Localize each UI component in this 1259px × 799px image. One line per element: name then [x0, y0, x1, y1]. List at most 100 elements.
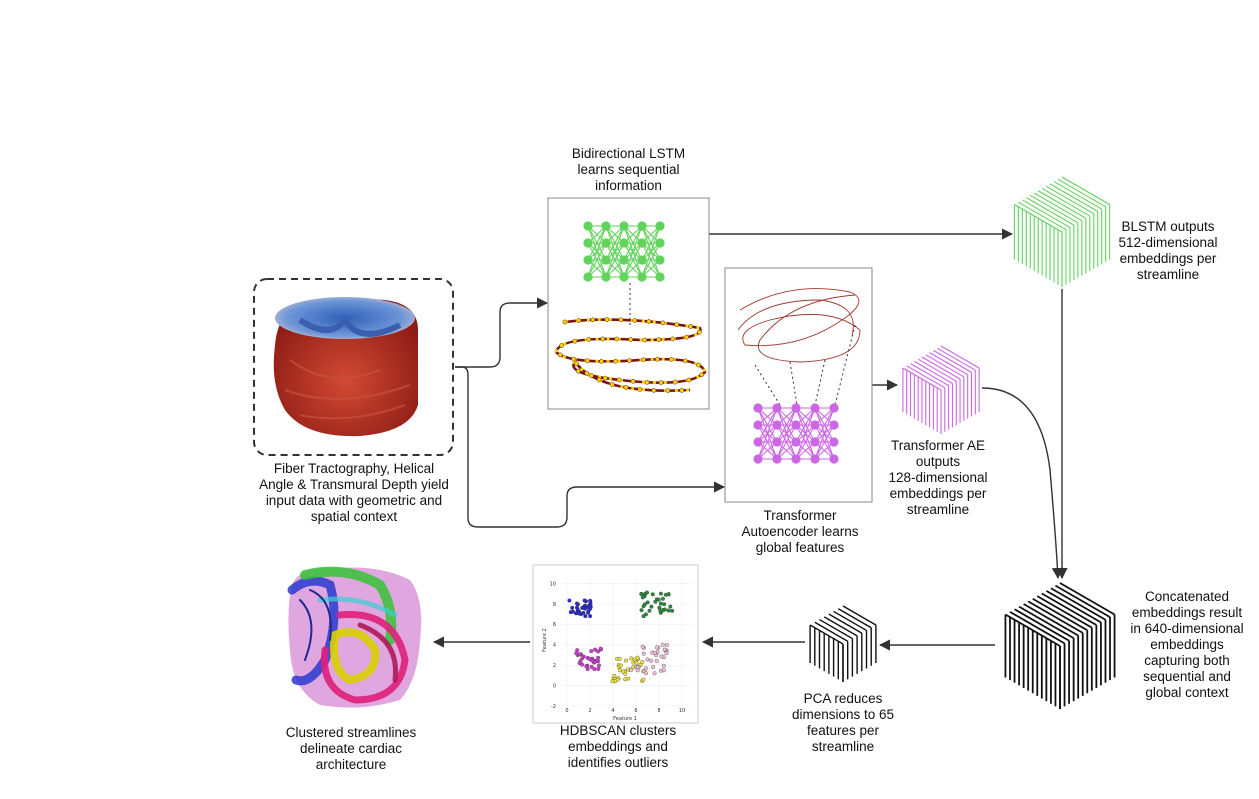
plot-point: [666, 592, 671, 596]
blstm-net-node: [619, 272, 629, 282]
cube-line: [814, 621, 849, 642]
cube-line: [1027, 600, 1084, 634]
plot-point: [635, 655, 640, 660]
cube-line: [1037, 190, 1087, 219]
tf-net-edge: [757, 424, 778, 460]
input-caption-line-1: Fiber Tractography, Helical: [273, 461, 435, 476]
blstm-net-node: [655, 255, 665, 265]
blstm-net-node: [601, 255, 611, 265]
plot-point: [645, 657, 650, 662]
cube-line: [933, 349, 972, 373]
plot-point: [668, 604, 673, 609]
plot-point: [574, 651, 579, 656]
plot-point: [659, 654, 664, 659]
blstm-caption-line-3: information: [595, 178, 662, 193]
blstm-net-edge: [623, 225, 643, 278]
plot-point: [598, 646, 603, 651]
streamline-point: [604, 317, 610, 322]
blstm-net-edge: [605, 225, 625, 261]
concatenated-embedding-cube: [1004, 582, 1116, 709]
streamline-point: [618, 317, 624, 323]
streamline-point: [574, 361, 579, 367]
plot-point: [596, 655, 601, 660]
cube-line: [1050, 587, 1106, 621]
streamline-point: [686, 377, 692, 383]
blstm-net-edge: [605, 242, 625, 278]
tf-net-edge: [776, 407, 797, 443]
plot-point: [590, 658, 594, 663]
transformer-output-caption-line-3: 128-dimensional: [888, 470, 988, 485]
streamline-point: [699, 372, 705, 378]
plot-xtick: 8: [657, 708, 660, 714]
tf-net-node: [772, 420, 782, 430]
streamline-point: [642, 337, 648, 343]
streamline-point: [584, 370, 590, 376]
plot-point: [650, 592, 655, 597]
transformer-caption: Transformer Autoencoder learns global fe…: [730, 508, 870, 556]
hdbscan-caption-line-1: HDBSCAN clusters: [559, 723, 677, 738]
plot-point: [589, 649, 594, 654]
streamline-point: [637, 387, 643, 392]
streamline-point: [586, 337, 592, 342]
blstm-net-node: [637, 255, 647, 265]
plot-point: [629, 656, 634, 661]
blstm-net-node: [601, 272, 611, 282]
streamline-point: [575, 368, 581, 374]
tf-net-node: [791, 437, 801, 447]
plot-point: [645, 600, 650, 605]
transformer-output-caption: Transformer AE outputs 128-dimensional e…: [878, 438, 998, 518]
cube-line: [1055, 584, 1111, 618]
tf-net-node: [829, 420, 839, 430]
plot-point: [660, 608, 665, 613]
streamline-point: [670, 336, 676, 342]
streamline-point: [669, 357, 674, 362]
cube-line: [1061, 176, 1110, 205]
cube-line: [906, 365, 946, 389]
plot-point: [587, 603, 592, 608]
plot-point: [641, 614, 646, 619]
concat-caption-line-4: embeddings: [1150, 637, 1224, 652]
plot-ytick: 4: [553, 643, 556, 649]
plot-point: [654, 659, 659, 663]
input-caption-line-2: Angle & Transmural Depth yield: [259, 477, 449, 492]
cube-line: [1023, 603, 1079, 637]
plot-point: [623, 677, 628, 682]
plot-xtick: 0: [565, 708, 568, 714]
streamline-point: [644, 379, 650, 385]
blstm-net-node: [655, 221, 665, 231]
plot-ytick: 8: [553, 602, 556, 608]
plot-point: [649, 658, 654, 663]
plot-point: [568, 610, 573, 615]
pca-embedding-cube: [809, 605, 877, 682]
hdbscan-caption: HDBSCAN clusters embeddings and identifi…: [548, 723, 688, 771]
transformer-caption-line-2: Autoencoder learns: [741, 524, 859, 539]
hdbscan-caption-line-3: identifies outliers: [567, 755, 669, 770]
plot-point: [610, 679, 615, 684]
transformer-output-caption-line-1: Transformer AE: [890, 438, 986, 453]
plot-point: [629, 667, 634, 672]
plot-point: [670, 608, 675, 613]
blstm-net-node: [655, 238, 665, 248]
tf-net-edge: [776, 407, 797, 460]
transformer-output-caption-line-2: outputs: [915, 454, 961, 469]
streamline-point: [665, 388, 671, 394]
tf-net-node: [829, 437, 839, 447]
plot-point: [588, 598, 593, 603]
heart-illustration: [273, 297, 418, 437]
plot-ylabel: Feature 2: [542, 628, 548, 652]
blstm-output-caption-line-4: streamline: [1136, 267, 1200, 282]
plot-point: [612, 673, 617, 678]
plot-point: [662, 602, 667, 607]
transformer-box: [724, 267, 873, 503]
plot-ytick: 0: [553, 683, 556, 689]
streamline-point: [609, 382, 615, 387]
connectors: [432, 228, 1068, 651]
streamline-point: [660, 320, 666, 326]
plot-point: [634, 660, 639, 665]
plot-point: [664, 643, 669, 648]
concat-caption: Concatenated embeddings result in 640-di…: [1122, 589, 1252, 701]
plot-point: [581, 610, 586, 615]
tf-net-node: [810, 420, 820, 430]
streamline-point: [571, 356, 576, 362]
plot-xtick: 10: [679, 708, 685, 714]
